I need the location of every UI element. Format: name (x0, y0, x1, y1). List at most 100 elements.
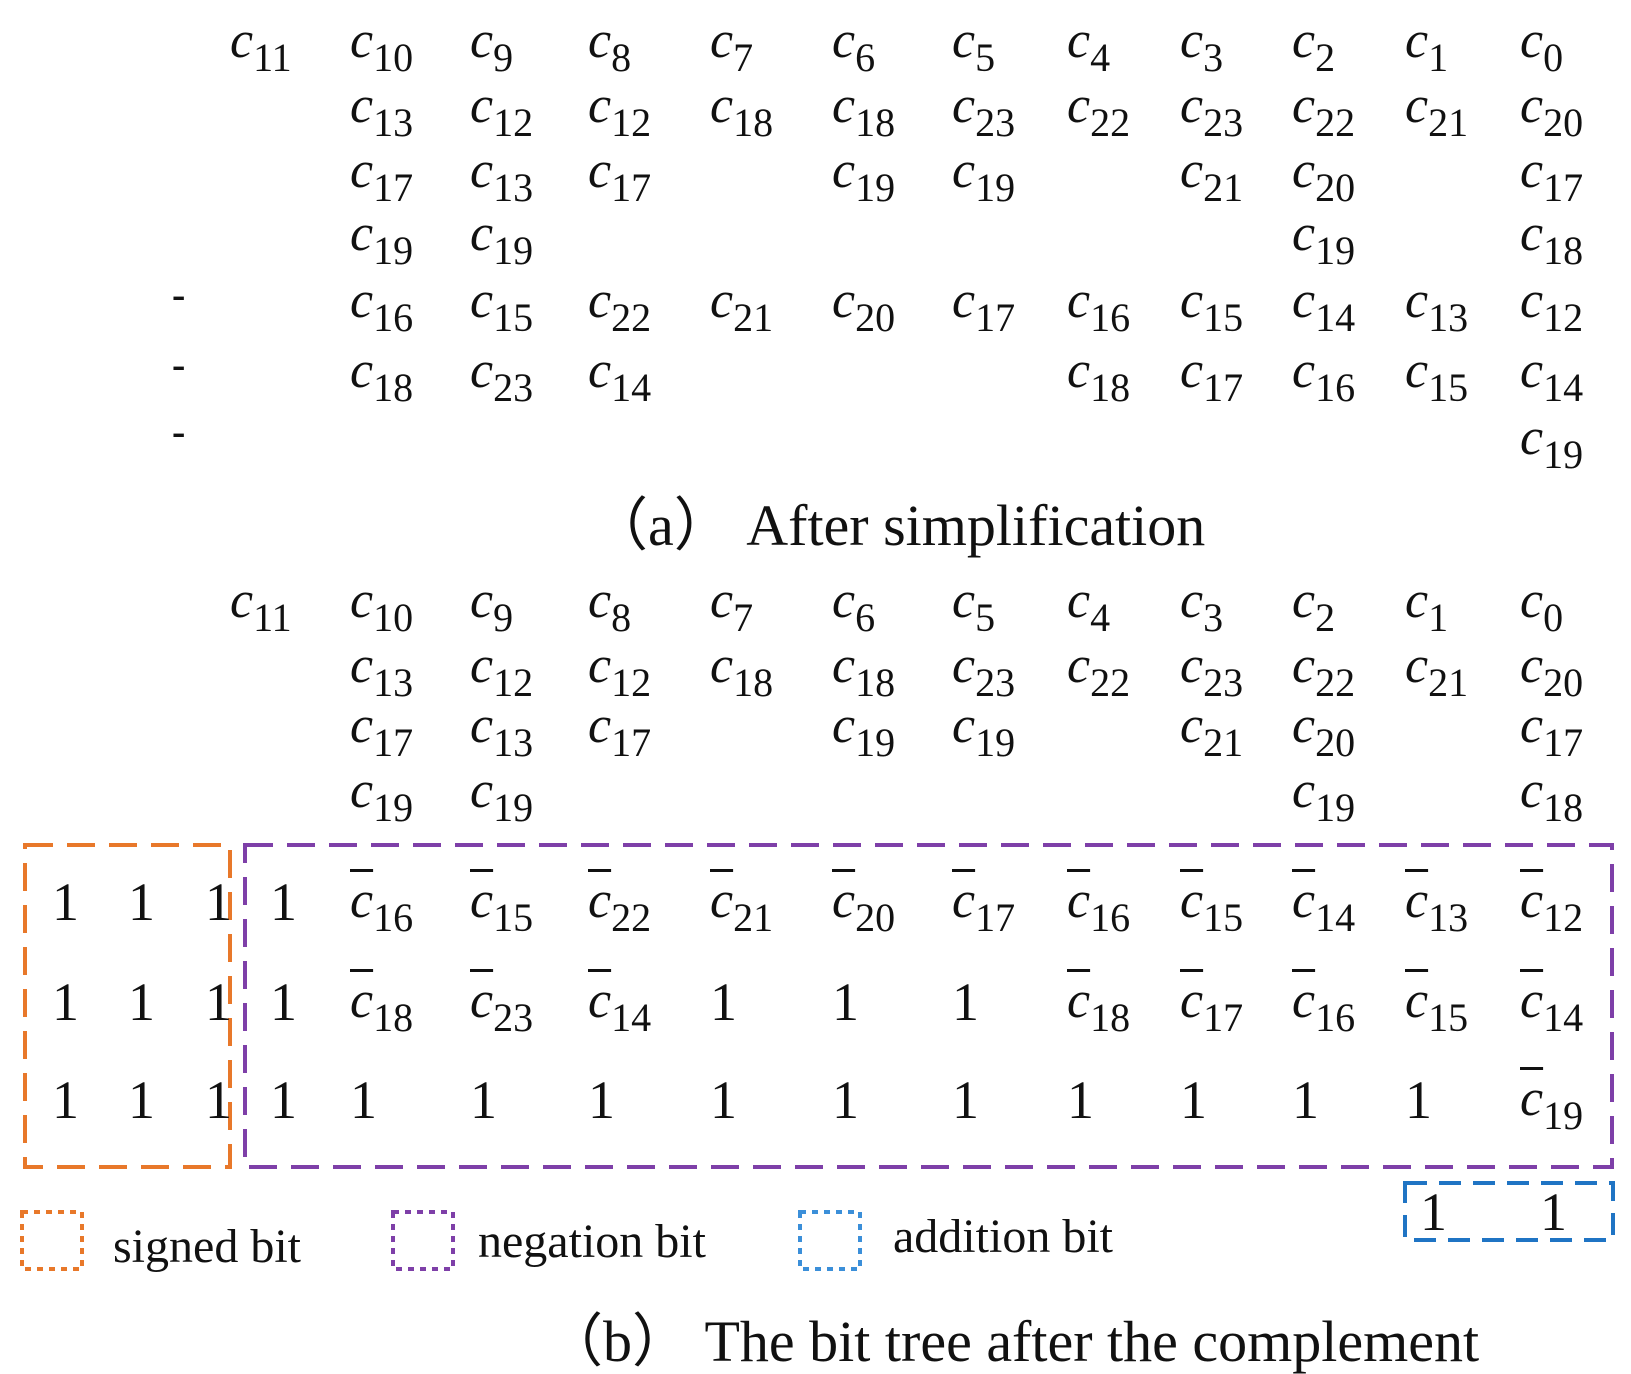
negation-bit-r1-c2: c23 (470, 972, 534, 1041)
b-cell-r2-c8: c21 (1180, 697, 1244, 766)
negation-bit-r2-c4: 1 (710, 1070, 737, 1130)
a-cell-r5-c7: c18 (1067, 342, 1131, 411)
addition-bit-box (1403, 1181, 1615, 1242)
negation-bit-r2-c10: 1 (1405, 1070, 1432, 1130)
a-cell-r4-c2: c15 (470, 272, 534, 341)
negation-bit-r2-c3: 1 (588, 1070, 615, 1130)
a-cell-r4-c3: c22 (588, 272, 652, 341)
negation-bit-r1-c7: c18 (1067, 972, 1131, 1041)
b-cell-r1-c5: c18 (832, 637, 896, 706)
a-cell-r4-c1: c16 (350, 272, 414, 341)
a-cell-r4-c6: c17 (952, 272, 1016, 341)
b-cell-r1-c3: c12 (588, 637, 652, 706)
a-cell-r0-c0: c11 (230, 12, 292, 81)
negation-bit-r2-c8: 1 (1180, 1070, 1207, 1130)
b-cell-r1-c7: c22 (1067, 637, 1131, 706)
a-cell-r2-c1: c17 (350, 142, 414, 211)
addition-bit-0: 1 (1420, 1182, 1447, 1242)
negation-bit-r1-c11: c14 (1520, 972, 1584, 1041)
b-cell-r0-c10: c1 (1405, 572, 1449, 641)
negation-bit-r0-c11: c12 (1520, 872, 1584, 941)
a-cell-r1-c6: c23 (952, 77, 1016, 146)
signed-bit-r2-c2: 1 (205, 1070, 232, 1130)
signed-bit-r1-c1: 1 (128, 972, 155, 1032)
a-cell-r0-c9: c2 (1292, 12, 1336, 81)
negation-bit-r0-c1: c16 (350, 872, 414, 941)
b-cell-r0-c3: c8 (588, 572, 632, 641)
negation-bit-r0-c6: c17 (952, 872, 1016, 941)
a-cell-r1-c2: c12 (470, 77, 534, 146)
b-cell-r1-c11: c20 (1520, 637, 1584, 706)
a-cell-r1-c4: c18 (710, 77, 774, 146)
negation-bit-r1-c5: 1 (832, 972, 859, 1032)
a-cell-r2-c6: c19 (952, 142, 1016, 211)
a-cell-r2-c3: c17 (588, 142, 652, 211)
a-cell-r5-c8: c17 (1180, 342, 1244, 411)
b-cell-r2-c6: c19 (952, 697, 1016, 766)
signed-bit-r0-c2: 1 (205, 872, 232, 932)
negation-bit-r0-c9: c14 (1292, 872, 1356, 941)
b-cell-r1-c9: c22 (1292, 637, 1356, 706)
a-cell-r4-c0: - (172, 272, 186, 317)
b-cell-r1-c10: c21 (1405, 637, 1469, 706)
negation-bit-r0-c0: 1 (270, 872, 297, 932)
a-cell-r2-c11: c17 (1520, 142, 1584, 211)
b-cell-r1-c8: c23 (1180, 637, 1244, 706)
negation-bit-r1-c8: c17 (1180, 972, 1244, 1041)
a-cell-r1-c7: c22 (1067, 77, 1131, 146)
negation-bit-r2-c9: 1 (1292, 1070, 1319, 1130)
b-cell-r2-c5: c19 (832, 697, 896, 766)
a-cell-r5-c2: c23 (470, 342, 534, 411)
a-cell-r4-c10: c13 (1405, 272, 1469, 341)
negation-bit-r0-c4: c21 (710, 872, 774, 941)
b-cell-r0-c9: c2 (1292, 572, 1336, 641)
a-cell-r4-c11: c12 (1520, 272, 1584, 341)
negation-bit-r0-c5: c20 (832, 872, 896, 941)
negation-bit-box (243, 843, 1614, 1169)
b-cell-r0-c8: c3 (1180, 572, 1224, 641)
a-cell-r5-c0: - (172, 342, 186, 387)
a-cell-r2-c9: c20 (1292, 142, 1356, 211)
caption-a: （a） After simplification (590, 493, 1206, 558)
negation-bit-r0-c8: c15 (1180, 872, 1244, 941)
b-cell-r3-c11: c18 (1520, 762, 1584, 831)
a-cell-r3-c2: c19 (470, 205, 534, 274)
negation-bit-r1-c6: 1 (952, 972, 979, 1032)
negation-bit-r1-c0: 1 (270, 972, 297, 1032)
b-cell-r0-c11: c0 (1520, 572, 1564, 641)
negation-bit-r2-c0: 1 (270, 1070, 297, 1130)
signed-bit-r0-c0: 1 (52, 872, 79, 932)
signed-bit-r2-c1: 1 (128, 1070, 155, 1130)
a-cell-r4-c5: c20 (832, 272, 896, 341)
b-cell-r3-c9: c19 (1292, 762, 1356, 831)
a-cell-r5-c1: c18 (350, 342, 414, 411)
a-cell-r5-c9: c16 (1292, 342, 1356, 411)
a-cell-r5-c11: c14 (1520, 342, 1584, 411)
a-cell-r1-c8: c23 (1180, 77, 1244, 146)
a-cell-r4-c7: c16 (1067, 272, 1131, 341)
negation-bit-r0-c2: c15 (470, 872, 534, 941)
a-cell-r1-c10: c21 (1405, 77, 1469, 146)
negation-bit-r0-c7: c16 (1067, 872, 1131, 941)
signed-bit-r2-c0: 1 (52, 1070, 79, 1130)
b-cell-r2-c3: c17 (588, 697, 652, 766)
legend-addition-label: addition bit (893, 1210, 1113, 1263)
a-cell-r0-c3: c8 (588, 12, 632, 81)
a-cell-r0-c5: c6 (832, 12, 876, 81)
a-cell-r1-c5: c18 (832, 77, 896, 146)
a-cell-r3-c9: c19 (1292, 205, 1356, 274)
a-cell-r4-c8: c15 (1180, 272, 1244, 341)
b-cell-r0-c1: c10 (350, 572, 414, 641)
negation-bit-r2-c2: 1 (470, 1070, 497, 1130)
a-cell-r6-c0: - (172, 409, 186, 454)
a-cell-r3-c1: c19 (350, 205, 414, 274)
b-cell-r1-c6: c23 (952, 637, 1016, 706)
signed-bit-box (23, 843, 232, 1169)
negation-bit-r1-c9: c16 (1292, 972, 1356, 1041)
a-cell-r1-c11: c20 (1520, 77, 1584, 146)
a-cell-r0-c8: c3 (1180, 12, 1224, 81)
negation-bit-r2-c6: 1 (952, 1070, 979, 1130)
